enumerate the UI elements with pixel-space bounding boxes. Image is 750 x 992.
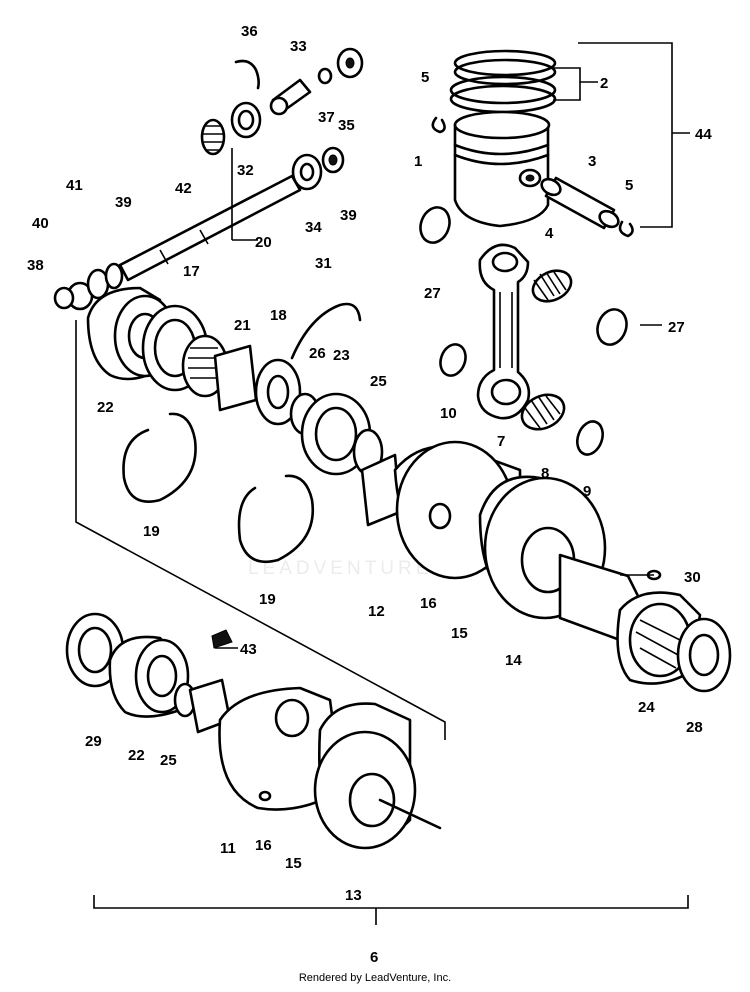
callout-25b: 25 xyxy=(160,752,177,769)
big-end-bearing xyxy=(520,393,566,431)
callout-35: 35 xyxy=(338,117,355,134)
piston xyxy=(453,110,551,228)
callout-19b: 19 xyxy=(259,591,276,608)
callout-27b: 27 xyxy=(668,319,685,336)
callout-13: 13 xyxy=(345,887,362,904)
crankshaft-main xyxy=(360,440,662,642)
watermark-text: LEADVENTURE xyxy=(248,558,433,579)
callout-15a: 15 xyxy=(451,625,468,642)
callout-6: 6 xyxy=(370,949,378,966)
small-end-bearing xyxy=(531,269,573,303)
callout-36: 36 xyxy=(241,23,258,40)
callout-28: 28 xyxy=(686,719,703,736)
callout-1: 1 xyxy=(414,153,422,170)
callout-11: 11 xyxy=(220,840,236,857)
callout-3: 3 xyxy=(588,153,596,170)
callout-29: 29 xyxy=(85,733,102,750)
callout-25a: 25 xyxy=(370,373,387,390)
callout-39a: 39 xyxy=(340,207,357,224)
callout-40: 40 xyxy=(32,215,49,232)
callout-8: 8 xyxy=(541,465,549,482)
callout-37: 37 xyxy=(318,109,335,126)
callout-20: 20 xyxy=(255,234,272,251)
callout-labels: 36 33 37 35 32 34 39 39 42 41 40 38 20 1… xyxy=(27,23,712,966)
callout-39b: 39 xyxy=(115,194,132,211)
callout-41: 41 xyxy=(66,177,83,194)
callout-31: 31 xyxy=(315,255,332,272)
callout-14: 14 xyxy=(505,652,522,669)
callout-30: 30 xyxy=(684,569,701,586)
callout-43: 43 xyxy=(240,641,257,658)
callout-15b: 15 xyxy=(285,855,302,872)
callout-32: 32 xyxy=(237,162,254,179)
callout-5b: 5 xyxy=(625,177,633,194)
callout-17: 17 xyxy=(183,263,200,280)
piston-circlips xyxy=(431,116,634,238)
left-main-bearings xyxy=(86,286,384,476)
callout-12: 12 xyxy=(368,603,385,620)
crankshaft-lower xyxy=(65,612,442,850)
callout-21: 21 xyxy=(234,317,251,334)
callout-42: 42 xyxy=(175,180,192,197)
callout-16a: 16 xyxy=(420,595,437,612)
piston-pin xyxy=(540,176,620,230)
callout-16b: 16 xyxy=(255,837,272,854)
callout-27a: 27 xyxy=(424,285,441,302)
callout-2: 2 xyxy=(600,75,608,92)
connecting-rod xyxy=(476,243,531,420)
callout-24: 24 xyxy=(638,699,655,716)
footer-credit: Rendered by LeadVenture, Inc. xyxy=(298,972,452,984)
callout-33: 33 xyxy=(290,38,307,55)
piston-rings xyxy=(449,49,557,114)
drive-gear-parts xyxy=(200,47,364,191)
snap-rings xyxy=(122,302,362,564)
callout-4: 4 xyxy=(545,225,554,242)
callout-9: 9 xyxy=(583,483,591,500)
callout-38: 38 xyxy=(27,257,44,274)
callout-23: 23 xyxy=(333,347,350,364)
callout-19a: 19 xyxy=(143,523,160,540)
callout-7: 7 xyxy=(497,433,505,450)
callout-22b: 22 xyxy=(128,747,145,764)
pump-shaft xyxy=(53,174,302,311)
callout-22a: 22 xyxy=(97,399,114,416)
callout-34: 34 xyxy=(305,219,322,236)
leader-lines xyxy=(75,42,690,925)
callout-26: 26 xyxy=(309,345,326,362)
callout-44: 44 xyxy=(695,126,712,143)
right-main-bearings xyxy=(616,591,732,693)
thrust-washers xyxy=(419,206,628,456)
callout-18: 18 xyxy=(270,307,287,324)
callout-5a: 5 xyxy=(421,69,429,86)
callout-10: 10 xyxy=(440,405,457,422)
